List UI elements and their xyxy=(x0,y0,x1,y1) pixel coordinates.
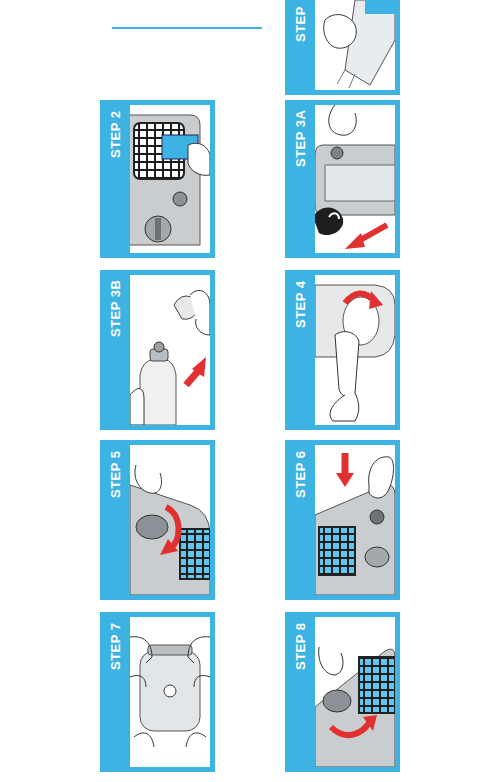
mat-insert-illustration xyxy=(128,105,210,253)
step-panel: STEP 3B xyxy=(100,270,215,430)
step-label: STEP xyxy=(293,6,308,42)
step-label: STEP 4 xyxy=(293,280,308,328)
header-rule xyxy=(112,27,262,29)
step-label: STEP 3A xyxy=(293,110,308,167)
step-label: STEP 3B xyxy=(108,280,123,337)
step-panel: STEP 2 xyxy=(100,100,215,258)
dial-return-illustration xyxy=(315,617,395,767)
step-panel: STEP 8 xyxy=(285,612,400,772)
step-panel: STEP 7 xyxy=(100,612,215,772)
step-label: STEP 2 xyxy=(108,110,123,158)
step-label: STEP 7 xyxy=(108,622,123,670)
step-panel: STEP 5 xyxy=(100,440,215,600)
dial-turn-illustration xyxy=(130,445,210,595)
tube-illustration xyxy=(315,0,395,90)
button-press-illustration xyxy=(315,445,395,595)
open-device-illustration xyxy=(313,105,395,253)
device-hold-illustration xyxy=(130,617,210,767)
step-panel: STEP 3A xyxy=(285,100,400,258)
step-label: STEP 5 xyxy=(108,450,123,498)
step-panel: STEP xyxy=(285,0,400,95)
cap-removal-illustration xyxy=(130,275,210,425)
step-panel: STEP 4 xyxy=(285,270,400,430)
step-label: STEP 8 xyxy=(293,622,308,670)
step-panel: STEP 6 xyxy=(285,440,400,600)
step-label: STEP 6 xyxy=(293,450,308,498)
cartridge-insert-illustration xyxy=(315,275,395,425)
